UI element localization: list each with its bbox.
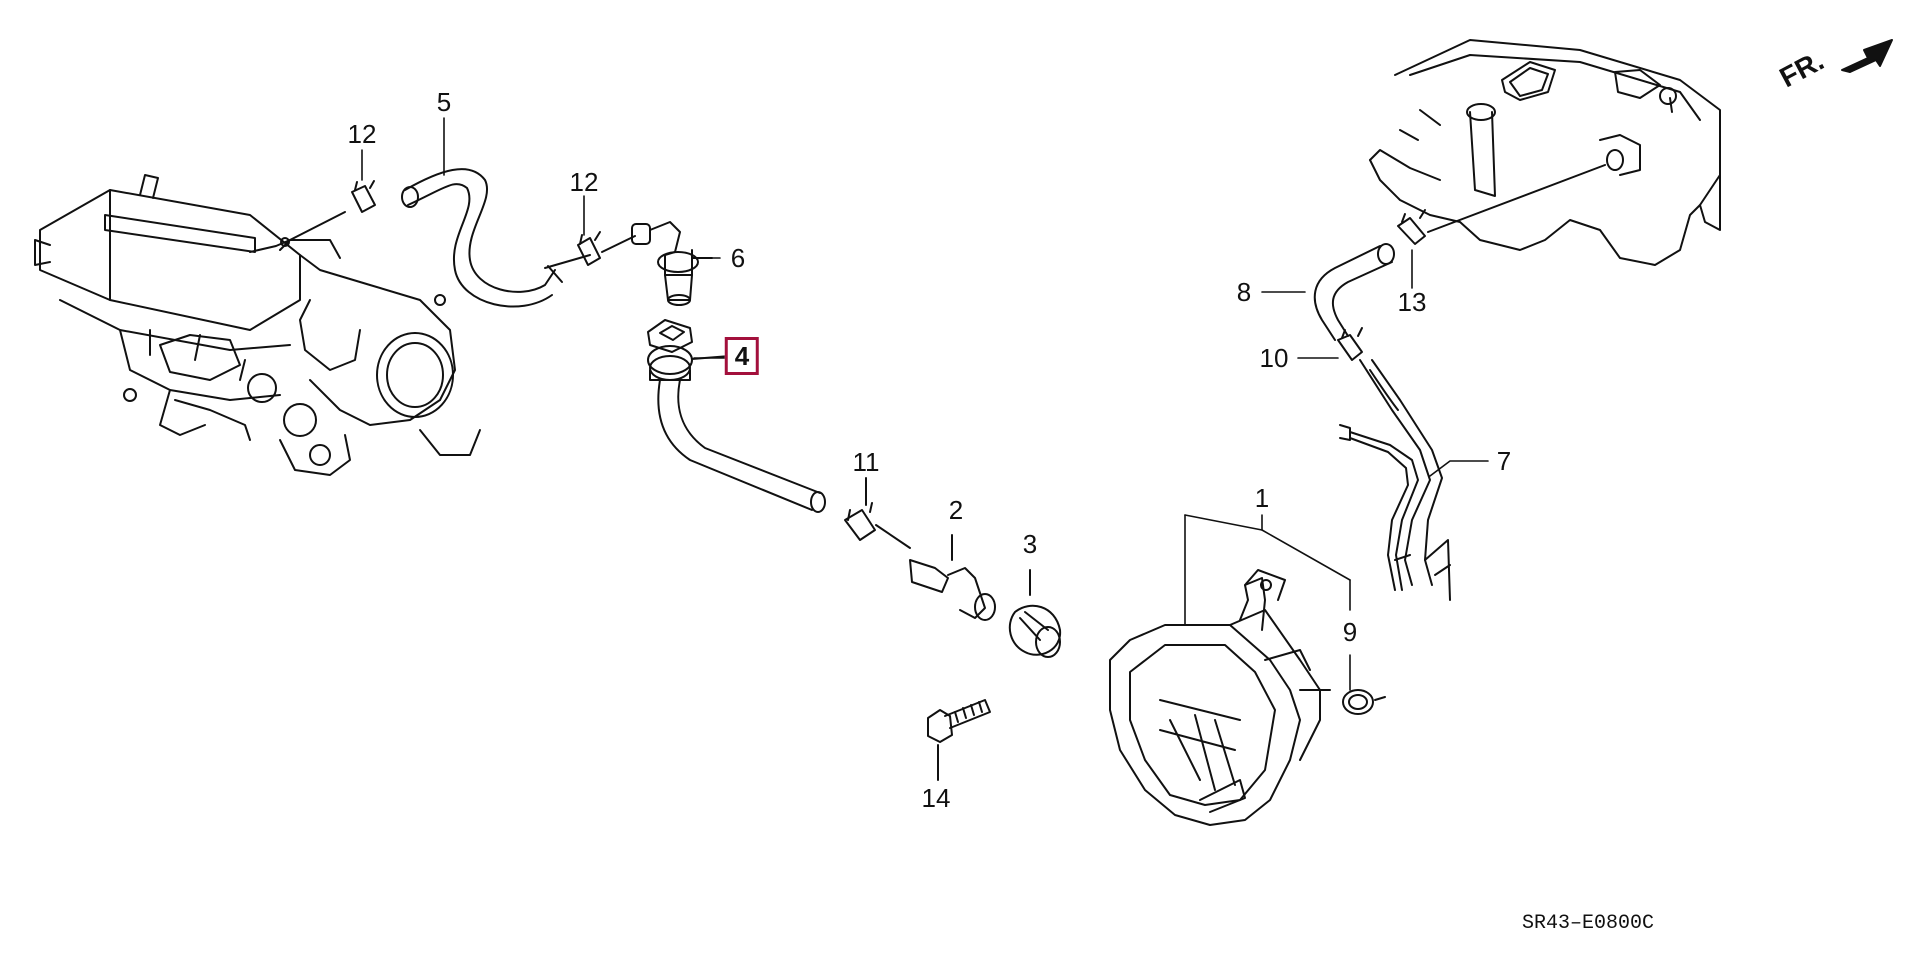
reference-code: SR43–E0800C [1522, 912, 1655, 935]
part-callout-c6[interactable]: 6 [730, 243, 746, 273]
pcv-valve-illustration [649, 221, 713, 306]
pcv-hose-upper-illustration [289, 168, 651, 308]
part-callout-c9[interactable]: 9 [1342, 617, 1358, 647]
part-callout-c12a[interactable]: 12 [347, 119, 377, 149]
front-direction-arrow [1841, 39, 1893, 73]
part-callout-c11[interactable]: 11 [852, 447, 880, 477]
cylinder-head-cover-illustration [1369, 39, 1721, 266]
part-callout-c3[interactable]: 3 [1022, 529, 1038, 559]
part-callout-c8[interactable]: 8 [1236, 277, 1252, 307]
part-callout-c1[interactable]: 1 [1254, 483, 1270, 513]
part-callout-c13[interactable]: 13 [1397, 287, 1427, 317]
part-callout-c2[interactable]: 2 [948, 495, 964, 525]
breather-chamber-illustration [1109, 569, 1386, 826]
part-callout-c7[interactable]: 7 [1496, 446, 1512, 476]
pcv-joint-illustration [844, 477, 1062, 658]
breather-hoses-illustration [1313, 164, 1606, 601]
part-callout-c12b[interactable]: 12 [569, 167, 599, 197]
part-callout-c10[interactable]: 10 [1259, 343, 1289, 373]
bolt-illustration [927, 699, 991, 781]
part-callout-c5[interactable]: 5 [436, 87, 452, 117]
part-callout-c4[interactable]: 4 [724, 337, 760, 375]
part-callout-c14[interactable]: 14 [921, 783, 951, 813]
pcv-grommet-hose-illustration [647, 319, 826, 513]
leader-lines [361, 117, 1489, 691]
intake-manifold-illustration [34, 174, 481, 476]
